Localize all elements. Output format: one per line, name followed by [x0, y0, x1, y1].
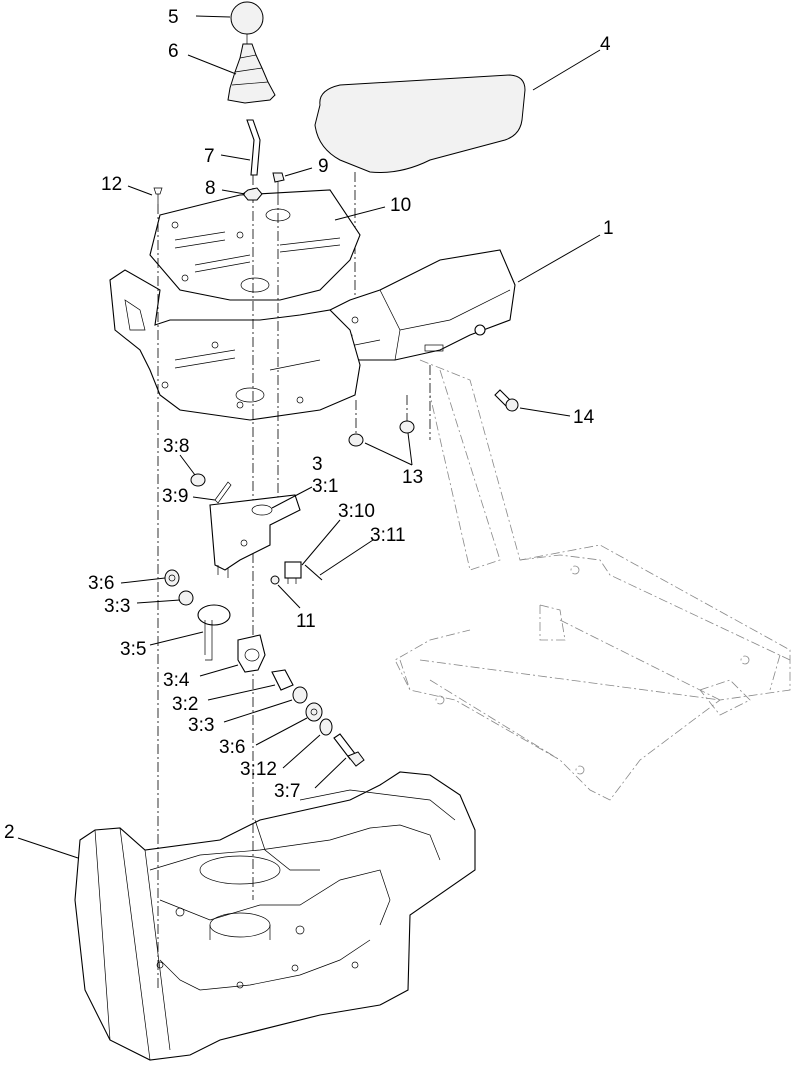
callout-3-6-b: 3:6 [219, 737, 245, 758]
seat-frame-ghost [394, 359, 791, 801]
nut-13 [348, 395, 415, 447]
callout-3-1: 3:1 [312, 476, 338, 497]
screw-12 [153, 187, 163, 990]
bushing-3-6-bottom [305, 702, 323, 722]
callout-3-3-b: 3:3 [188, 715, 214, 736]
callout-13: 13 [402, 467, 423, 488]
bolt-3-7 [333, 733, 365, 767]
nut-11 [270, 575, 280, 585]
bolt-14 [494, 389, 519, 412]
screw-3-11 [304, 564, 323, 581]
pivot-pin-3-2 [271, 669, 294, 691]
callout-11: 11 [296, 611, 316, 632]
callout-labels: 5 6 4 7 9 8 12 10 1 14 13 3:8 3 3:1 3:9 … [4, 7, 614, 843]
shift-gate-bracket [209, 494, 301, 578]
callout-4: 4 [600, 34, 611, 55]
shifter-base-bracket [109, 269, 361, 421]
callout-12: 12 [101, 174, 122, 195]
callout-1: 1 [603, 218, 614, 239]
callout-3-10: 3:10 [338, 501, 375, 522]
shift-plate [149, 189, 361, 301]
callout-7: 7 [204, 146, 215, 167]
callout-3-6-a: 3:6 [88, 573, 114, 594]
callout-3-9: 3:9 [162, 486, 188, 507]
callout-10: 10 [390, 195, 411, 216]
switch-3-10 [284, 561, 302, 584]
callout-14: 14 [573, 407, 595, 428]
shift-boot [227, 43, 276, 104]
callout-3-11: 3:11 [370, 525, 406, 546]
callout-2: 2 [4, 822, 15, 843]
bushing-3-6-top [164, 569, 180, 587]
callout-3-2: 3:2 [172, 694, 198, 715]
bolt-9 [272, 172, 285, 520]
callout-6: 6 [168, 41, 179, 62]
callout-3-4: 3:4 [163, 670, 190, 691]
washer-3-9 [214, 481, 232, 504]
callout-3-12: 3:12 [240, 759, 277, 780]
callout-3-8: 3:8 [163, 436, 189, 457]
shift-knob [230, 1, 264, 44]
callout-3-3-a: 3:3 [104, 596, 130, 617]
console-housing [74, 771, 476, 1061]
bushing-3-3-bottom [292, 686, 308, 704]
callout-3-5: 3:5 [120, 639, 146, 660]
pivot-block-3-4 [237, 634, 266, 673]
callout-3: 3 [312, 454, 323, 475]
callout-3-7: 3:7 [274, 781, 300, 802]
washer-3-12 [319, 718, 333, 736]
seat-cushion [314, 74, 526, 325]
lock-nut [242, 187, 263, 201]
bushing-3-3-top [178, 590, 194, 606]
spacer-3-8 [190, 473, 206, 487]
callout-5: 5 [168, 7, 179, 28]
callout-8: 8 [205, 178, 216, 199]
leader-lines [17, 15, 601, 859]
retaining-ring-3-5 [197, 604, 231, 661]
callout-9: 9 [318, 156, 329, 177]
